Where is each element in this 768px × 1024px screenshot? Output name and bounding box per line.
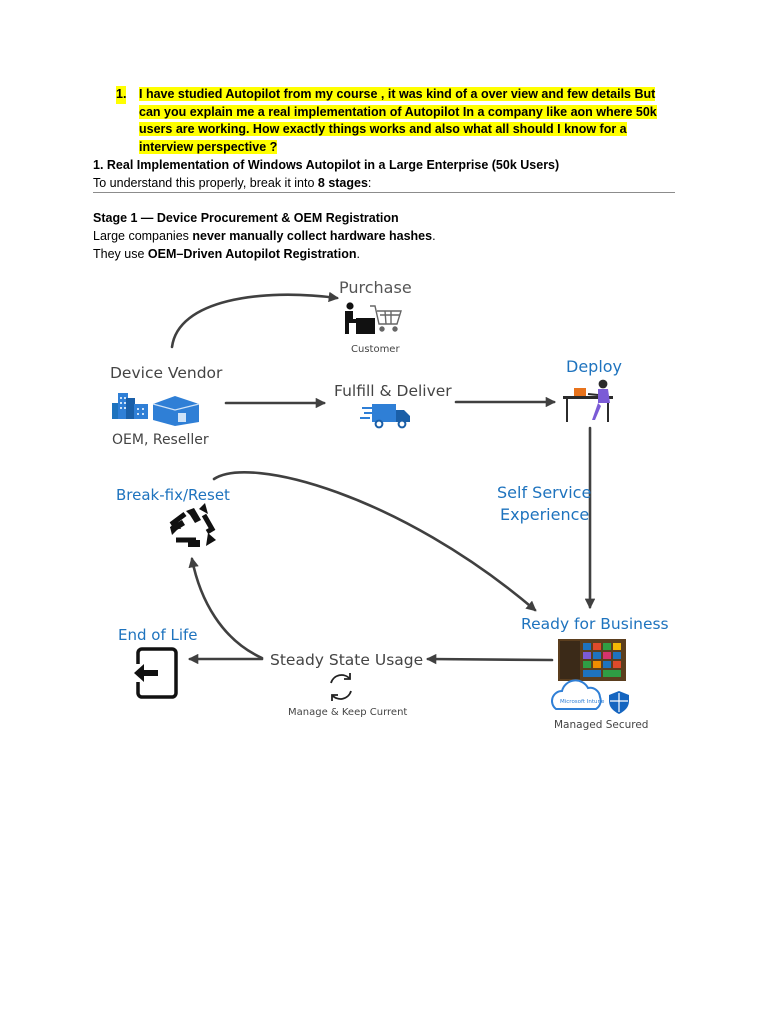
end-of-life-label: End of Life bbox=[118, 626, 198, 644]
warehouse-icon bbox=[152, 396, 200, 426]
question-line: can you explain me a real implementation… bbox=[139, 104, 657, 119]
self-service-label: Self Service bbox=[497, 483, 591, 502]
arrow-vendor-to-purchase bbox=[170, 291, 340, 349]
ready-label: Ready for Business bbox=[521, 615, 669, 633]
question-line: users are working. How exactly things wo… bbox=[139, 122, 627, 137]
intune-cloud-icon: Microsoft Intune bbox=[551, 679, 605, 710]
manage-keep-label: Manage & Keep Current bbox=[288, 707, 407, 718]
shield-icon bbox=[609, 691, 629, 714]
break-fix-label: Break-fix/Reset bbox=[116, 486, 230, 504]
arrow-ready-to-steady bbox=[425, 653, 554, 665]
deploy-label: Deploy bbox=[566, 357, 622, 376]
purchase-label: Purchase bbox=[339, 278, 412, 297]
start-screen-icon bbox=[558, 639, 626, 681]
arrow-breakfix-to-ready bbox=[212, 471, 537, 612]
buildings-icon bbox=[112, 393, 148, 419]
fulfill-deliver-label: Fulfill & Deliver bbox=[334, 382, 452, 400]
refresh-icon bbox=[330, 673, 352, 701]
stage1-heading: Stage 1 — Device Procurement & OEM Regis… bbox=[93, 211, 399, 225]
question-line: interview perspective ? bbox=[139, 139, 278, 154]
answer-intro: To understand this properly, break it in… bbox=[93, 176, 372, 190]
customer-label: Customer bbox=[351, 344, 400, 355]
managed-secured-label: Managed Secured bbox=[554, 719, 648, 731]
question-line: I have studied Autopilot from my course … bbox=[139, 87, 656, 101]
customer-desk-icon bbox=[345, 302, 375, 334]
arrow-steady-to-breakfix bbox=[188, 556, 264, 660]
shopping-cart-icon bbox=[370, 305, 402, 332]
question: 1. I have studied Autopilot from my cour… bbox=[116, 86, 676, 156]
oem-reseller-label: OEM, Reseller bbox=[112, 432, 209, 448]
steady-state-label: Steady State Usage bbox=[270, 651, 423, 669]
person-at-desk-icon bbox=[563, 379, 613, 422]
delivery-truck-icon bbox=[360, 404, 410, 429]
stage1-line2: They use OEM–Driven Autopilot Registrati… bbox=[93, 247, 360, 261]
experience-label: Experience bbox=[500, 505, 589, 524]
stage1-line1: Large companies never manually collect h… bbox=[93, 229, 436, 243]
divider bbox=[93, 192, 675, 193]
question-text: I have studied Autopilot from my course … bbox=[139, 86, 676, 156]
answer-heading: 1. Real Implementation of Windows Autopi… bbox=[93, 158, 560, 172]
exit-icon bbox=[131, 647, 178, 699]
device-vendor-label: Device Vendor bbox=[110, 364, 223, 382]
recycle-icon bbox=[169, 503, 216, 547]
question-number: 1. bbox=[116, 86, 127, 104]
intune-logo-text: Microsoft Intune bbox=[560, 699, 605, 705]
